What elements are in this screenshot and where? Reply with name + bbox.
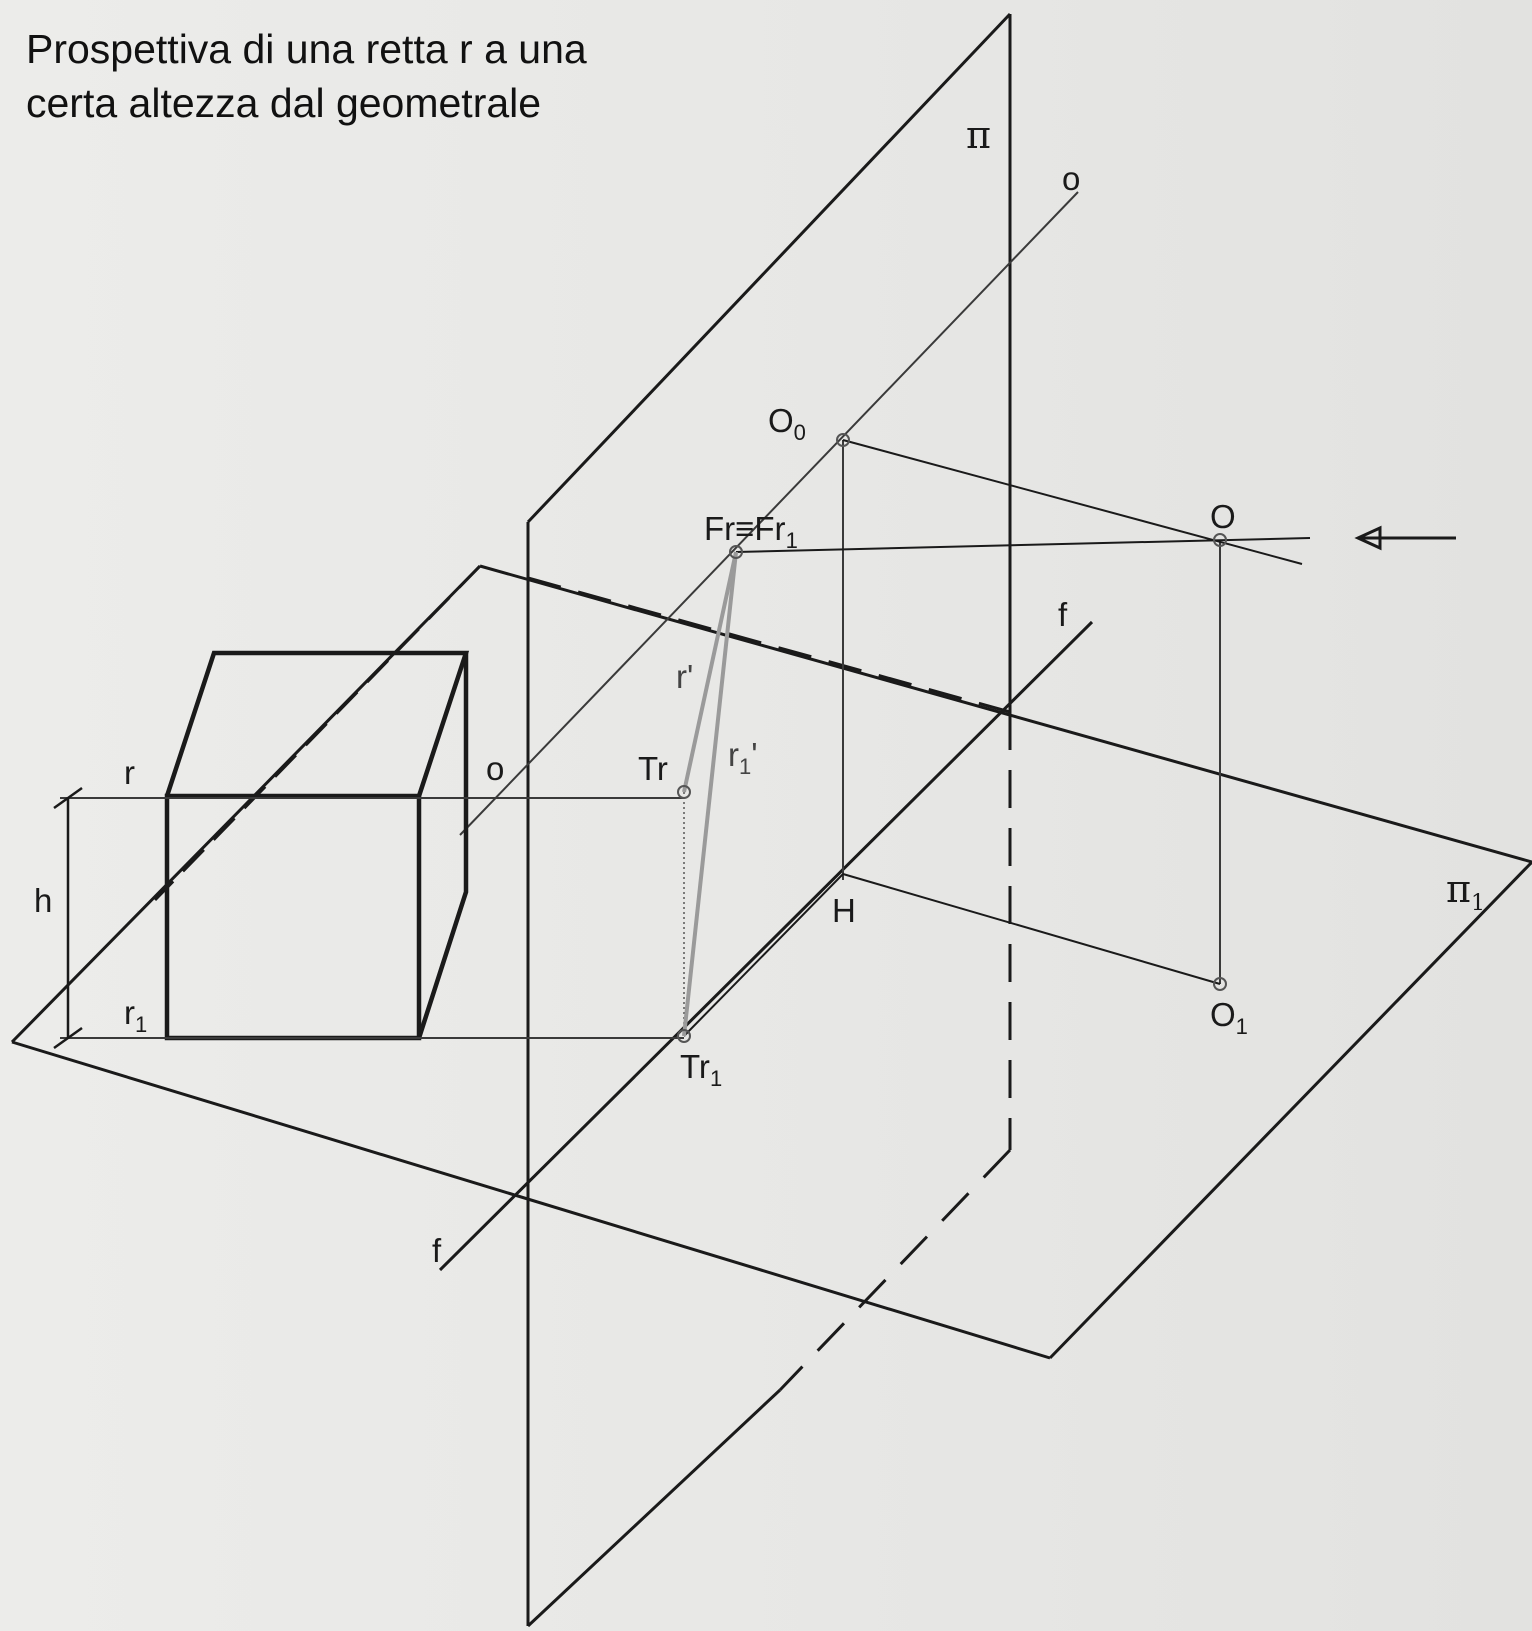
point-tr1 [677, 1029, 691, 1043]
label-o: O [1210, 498, 1236, 535]
point-fr [729, 545, 743, 559]
label-r: r [124, 754, 135, 791]
viewing-direction-arrow [1354, 525, 1456, 551]
title-line-2: certa altezza dal geometrale [26, 80, 542, 126]
picture-plane-pi-bottom-edge-hidden [778, 1148, 1012, 1392]
label-r1: r1 [124, 994, 147, 1037]
label-o1: O1 [1210, 996, 1248, 1039]
point-tr [677, 785, 691, 799]
label-r-prime: r' [676, 658, 693, 695]
cube-side-face [416, 653, 469, 1039]
ground-plane-pi1-edge-back-left [479, 564, 1532, 864]
ground-plane-pi1-edge-right [1048, 860, 1532, 1360]
label-f-bottom: f [432, 1232, 442, 1269]
label-h: h [34, 882, 52, 919]
height-tick-bottom [53, 1026, 83, 1050]
label-o0: O0 [768, 402, 806, 445]
title-line-1: Prospettiva di una retta r a una [26, 26, 587, 72]
perspective-r1-prime [682, 551, 738, 1037]
label-fr-fr1: Fr≡Fr1 [704, 510, 798, 553]
cube [164, 650, 470, 1041]
picture-plane-pi-top-edge [526, 12, 1012, 524]
label-h-point: H [832, 892, 856, 929]
horizon-line-o [459, 191, 1079, 836]
label-f-top: f [1058, 596, 1068, 633]
label-tr: Tr [638, 750, 668, 787]
label-o-top: o [1062, 160, 1080, 197]
point-o [1213, 533, 1227, 547]
ground-plane-pi1-edge-front [11, 1040, 1051, 1360]
diagram-title: Prospettiva di una retta r a una certa a… [26, 22, 726, 130]
point-o1 [1213, 977, 1227, 991]
label-pi: π [966, 113, 991, 157]
label-r1-prime: r1' [728, 736, 758, 779]
ground-plane-hidden-edge [527, 576, 1011, 714]
point-o0 [836, 433, 850, 447]
label-o-left: o [486, 750, 504, 787]
ground-line-hidden-extension [153, 564, 482, 902]
cube-front-face [164, 793, 422, 1041]
label-pi1: π1 [1446, 867, 1485, 916]
label-tr1: Tr1 [680, 1048, 722, 1091]
perspective-r-prime [682, 551, 738, 793]
line-h-o1 [842, 873, 1221, 985]
ground-line-f [438, 620, 1094, 1272]
picture-plane-pi-bottom-edge [526, 1388, 782, 1628]
height-tick-top [53, 786, 83, 810]
cube-top-face [164, 650, 470, 797]
line-h-tr1 [683, 873, 844, 1037]
